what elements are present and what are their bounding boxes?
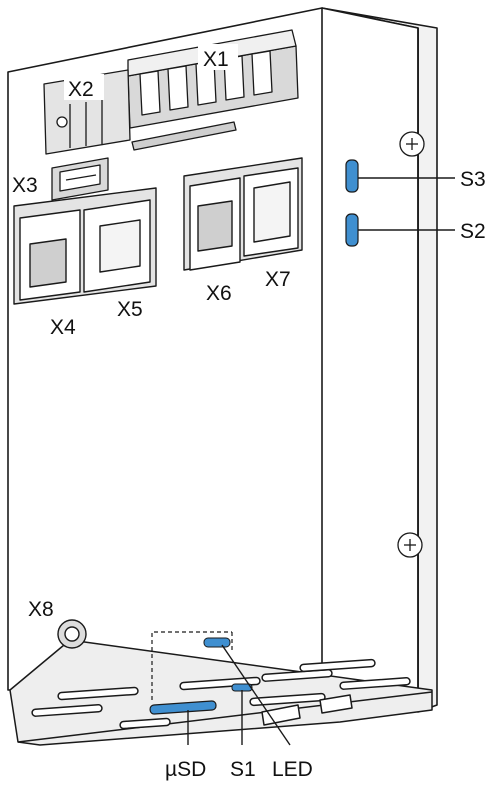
x1-label-bg	[198, 44, 238, 70]
label-x4: X4	[50, 316, 76, 339]
label-x8: X8	[28, 598, 54, 621]
x5-port-inner	[99, 219, 141, 273]
vent-plate-edge	[17, 691, 433, 743]
din-clip	[261, 704, 301, 726]
x1-pin	[251, 50, 273, 96]
callout-labels: X1 X2 X3 X4 X5 X6 X7 X8 S3 S2 µSD S1 LED	[12, 48, 486, 781]
label-x3: X3	[12, 174, 38, 197]
x3-usb-port	[51, 157, 109, 201]
x7-port-inner	[253, 181, 291, 243]
vent-slot	[261, 669, 333, 682]
x8-inner-ring	[64, 626, 80, 642]
vent-slot	[299, 658, 376, 673]
side-switches	[345, 159, 359, 247]
vent-slot	[119, 717, 171, 730]
vent-plate-body	[9, 639, 433, 746]
vent-slot	[57, 686, 139, 701]
x1-pin	[139, 70, 161, 116]
x6-x7-rj45-block	[183, 157, 303, 271]
label-usd: µSD	[165, 758, 206, 781]
vent-slot	[31, 704, 103, 717]
x6-port-inner	[197, 200, 233, 252]
label-x5: X5	[117, 298, 143, 321]
x4-x5-rj45-block	[13, 187, 157, 305]
leader-lines	[187, 177, 455, 746]
x2-screw	[56, 116, 68, 128]
x1-terminal-block	[127, 29, 299, 151]
label-led: LED	[272, 758, 313, 781]
label-x7: X7	[265, 268, 291, 291]
x4-port-inner	[29, 238, 67, 288]
bottom-vent-plate	[9, 639, 433, 746]
label-s2: S2	[460, 220, 486, 243]
label-x6: X6	[206, 282, 232, 305]
x1-pins	[139, 50, 273, 116]
usd-slot-area	[149, 631, 253, 715]
x2-terminal-block	[43, 69, 131, 155]
label-s1: S1	[230, 758, 256, 781]
label-x1: X1	[203, 48, 229, 71]
label-s3: S3	[460, 168, 486, 191]
x1-pin	[167, 65, 189, 111]
led-leader	[221, 644, 291, 746]
usd-card-slot	[149, 700, 217, 715]
vent-slot	[249, 692, 326, 707]
vent-slot	[179, 676, 261, 691]
vent-slot	[339, 677, 411, 690]
x8-connector	[57, 619, 87, 649]
s3-switch	[345, 159, 359, 193]
x3-pin-strip	[65, 174, 97, 181]
led-window	[203, 637, 231, 648]
label-x2: X2	[68, 78, 94, 101]
x1-rail	[131, 121, 237, 151]
side-screws	[397, 131, 425, 558]
vent-slots	[31, 658, 411, 730]
x2-label-bg	[64, 74, 104, 100]
s2-switch	[345, 213, 359, 247]
din-clip-2	[319, 694, 353, 714]
usd-dashed-outline	[151, 631, 232, 700]
